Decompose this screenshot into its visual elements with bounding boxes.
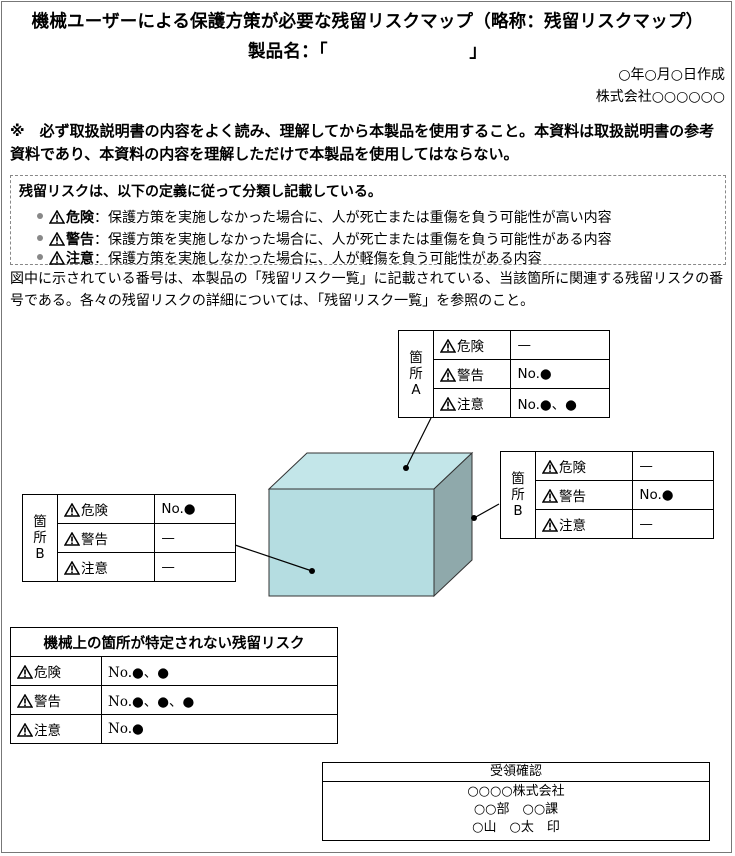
value-cell: No.● — [101, 714, 338, 744]
level-cell: 警告 — [56, 523, 156, 553]
map-description: 図中に示されている番号は、本製品の「残留リスク一覧」に記載されている、当該箇所に… — [10, 271, 724, 309]
value-cell: No.● — [632, 480, 714, 510]
value-cell: No.● — [510, 359, 610, 389]
creation-date: ○年○月○日作成 — [618, 67, 725, 83]
cube-side — [433, 451, 473, 598]
level-cell: 注意 — [534, 509, 634, 539]
level-cell: 注意 — [10, 714, 102, 744]
unspecified-location-risk-table: 機械上の箇所が特定されない残留リスク 危険 No.●、● 警告 No.●、●、●… — [10, 627, 338, 744]
warning-triangle-icon — [49, 251, 65, 265]
marker-b-left — [309, 568, 315, 574]
definition-item: 危険：保護方策を実施しなかった場合に、人が死亡または重傷を負う可能性が高い内容 — [37, 207, 612, 227]
value-cell: — — [632, 509, 714, 539]
warning-triangle-icon — [542, 518, 558, 532]
leader-line-b-left — [234, 544, 313, 572]
definition-box: 残留リスクは、以下の定義に従って分類し記載している。 危険：保護方策を実施しなか… — [10, 175, 726, 268]
definition-item: 警告：保護方策を実施しなかった場合に、人が死亡または重傷を負う可能性がある内容 — [37, 229, 612, 249]
table-title: 機械上の箇所が特定されない残留リスク — [10, 627, 338, 657]
definition-heading: 残留リスクは、以下の定義に従って分類し記載している。 — [19, 184, 382, 200]
warning-triangle-icon — [17, 694, 33, 708]
value-cell: No.●、● — [510, 388, 610, 418]
level-cell: 警告 — [534, 480, 634, 510]
value-cell: No.●、● — [101, 656, 338, 686]
level-cell: 危険 — [56, 494, 156, 524]
value-cell: — — [154, 552, 236, 582]
level-cell: 警告 — [432, 359, 512, 389]
company-name: 株式会社○○○○○○ — [595, 89, 725, 105]
leader-line-b-right — [473, 503, 500, 519]
receipt-person: ○山 ○太 印 — [472, 820, 560, 835]
warning-triangle-icon — [440, 339, 456, 353]
marker-b-right — [471, 515, 477, 521]
warning-triangle-icon — [440, 368, 456, 382]
warning-triangle-icon — [17, 723, 33, 737]
warning-triangle-icon — [64, 561, 80, 575]
cube-front — [268, 488, 435, 597]
level-cell: 危険 — [534, 451, 634, 481]
warning-triangle-icon — [440, 397, 456, 411]
level-cell: 注意 — [432, 388, 512, 418]
product-name: 製品名：「 」 — [247, 42, 488, 62]
value-cell: No.●、●、● — [101, 685, 338, 715]
level-cell: 危険 — [432, 330, 512, 360]
level-cell: 注意 — [56, 552, 156, 582]
level-caution: 注意 — [66, 251, 94, 267]
definition-text: ：保護方策を実施しなかった場合に、人が軽傷を負う可能性がある内容 — [94, 251, 542, 267]
usage-notice: ※ 必ず取扱説明書の内容をよく読み、理解してから本製品を使用すること。本資料は取… — [10, 122, 715, 163]
value-cell: — — [632, 451, 714, 481]
bullet-icon — [37, 235, 43, 241]
warning-triangle-icon — [542, 460, 558, 474]
bullet-icon — [37, 213, 43, 219]
value-cell: No.● — [154, 494, 236, 524]
level-warning: 警告 — [66, 232, 94, 248]
warning-triangle-icon — [49, 210, 65, 224]
value-cell: — — [510, 330, 610, 360]
receipt-title: 受領確認 — [322, 762, 710, 782]
level-cell: 警告 — [10, 685, 102, 715]
leader-line-a — [405, 417, 432, 469]
warning-triangle-icon — [542, 489, 558, 503]
warning-triangle-icon — [64, 503, 80, 517]
definition-item: 注意：保護方策を実施しなかった場合に、人が軽傷を負う可能性がある内容 — [37, 248, 542, 268]
bullet-icon — [37, 254, 43, 260]
warning-triangle-icon — [17, 665, 33, 679]
marker-a — [403, 465, 409, 471]
receipt-body: ○○○○株式会社 ○○部 ○○課 ○山 ○太 印 — [322, 781, 710, 841]
warning-triangle-icon — [64, 532, 80, 546]
receipt-confirmation-box: 受領確認 ○○○○株式会社 ○○部 ○○課 ○山 ○太 印 — [322, 762, 710, 841]
level-danger: 危険 — [66, 210, 94, 226]
receipt-company: ○○○○株式会社 — [467, 784, 565, 799]
value-cell: — — [154, 523, 236, 553]
page-title: 機械ユーザーによる保護方策が必要な残留リスクマップ（略称：残留リスクマップ） — [31, 12, 704, 32]
definition-text: ：保護方策を実施しなかった場合に、人が死亡または重傷を負う可能性がある内容 — [94, 232, 612, 248]
receipt-department: ○○部 ○○課 — [473, 802, 559, 817]
definition-text: ：保護方策を実施しなかった場合に、人が死亡または重傷を負う可能性が高い内容 — [94, 210, 612, 226]
warning-triangle-icon — [49, 232, 65, 246]
level-cell: 危険 — [10, 656, 102, 686]
